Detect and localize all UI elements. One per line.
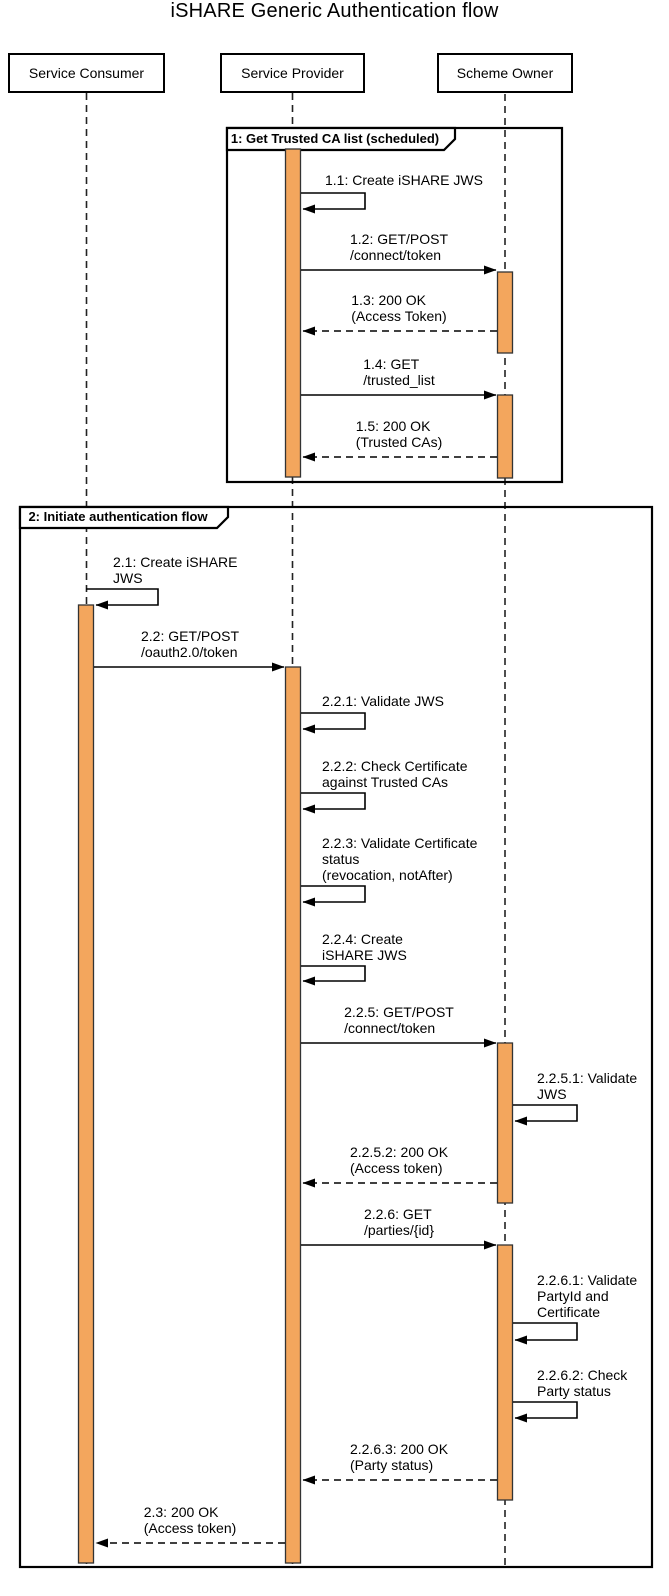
actor-service-provider: Service Provider bbox=[220, 53, 365, 93]
frame-2-label: 2: Initiate authentication flow bbox=[28, 509, 208, 524]
message-1-1-self-arrow bbox=[301, 192, 366, 214]
actor-service-consumer-label: Service Consumer bbox=[28, 65, 145, 81]
frame-2-label-shape bbox=[18, 505, 230, 530]
activation-provider-frame2 bbox=[284, 666, 302, 1564]
message-label-2-2-2: 2.2.2: Check Certificate against Trusted… bbox=[322, 758, 468, 790]
message-label-1-4: 1.4: GET /trusted_list bbox=[363, 356, 435, 388]
message-label-2-2-6-2: 2.2.6.2: Check Party status bbox=[537, 1367, 628, 1399]
activation-owner-frame1-a bbox=[496, 271, 514, 354]
message-label-1-2: 1.2: GET/POST /connect/token bbox=[349, 231, 449, 263]
frame-2-border bbox=[18, 505, 654, 1569]
message-label-1-3: 1.3: 200 OK (Access Token) bbox=[351, 292, 447, 324]
actor-scheme-owner: Scheme Owner bbox=[437, 53, 573, 93]
message-label-2-2-6-3: 2.2.6.3: 200 OK (Party status) bbox=[349, 1441, 449, 1473]
frame-1-label-shape bbox=[225, 126, 457, 152]
message-label-2-2: 2.2: GET/POST /oauth2.0/token bbox=[140, 628, 240, 660]
activation-consumer-frame2 bbox=[77, 604, 95, 1564]
message-label-2-2-4: 2.2.4: Create iSHARE JWS bbox=[322, 931, 407, 963]
actor-scheme-owner-label: Scheme Owner bbox=[456, 65, 554, 81]
message-label-2-2-5: 2.2.5: GET/POST /connect/token bbox=[344, 1004, 454, 1036]
frame-1-label: 1: Get Trusted CA list (scheduled) bbox=[230, 131, 440, 146]
message-2-2-6-1-self-arrow bbox=[513, 1322, 578, 1345]
message-2-2-6-2-self-arrow bbox=[513, 1401, 578, 1423]
message-2-2-5-1-self-arrow bbox=[513, 1104, 578, 1126]
message-label-2-2-6: 2.2.6: GET /parties/{id} bbox=[363, 1206, 435, 1238]
message-2-2-3-self-arrow bbox=[301, 885, 366, 907]
message-2-2-1-self-arrow bbox=[301, 712, 366, 734]
actor-service-consumer: Service Consumer bbox=[8, 53, 165, 93]
diagram-title: iSHARE Generic Authentication flow bbox=[170, 0, 499, 22]
message-label-2-2-5-2: 2.2.5.2: 200 OK (Access token) bbox=[349, 1144, 449, 1176]
activation-owner-frame2-b bbox=[496, 1244, 514, 1501]
message-label-1-1: 1.1: Create iSHARE JWS bbox=[325, 172, 483, 188]
message-label-2-1: 2.1: Create iSHARE JWS bbox=[113, 554, 238, 586]
message-label-2-2-6-1: 2.2.6.1: Validate PartyId and Certificat… bbox=[537, 1272, 638, 1320]
activation-owner-frame2-a bbox=[496, 1042, 514, 1204]
activation-provider-frame1 bbox=[284, 148, 302, 478]
message-label-1-5: 1.5: 200 OK (Trusted CAs) bbox=[355, 418, 443, 450]
message-2-2-4-self-arrow bbox=[301, 965, 366, 986]
message-label-2-2-3: 2.2.3: Validate Certificate status (revo… bbox=[322, 835, 478, 883]
message-2-2-2-self-arrow bbox=[301, 792, 366, 814]
message-2-1-self-arrow bbox=[86, 588, 159, 610]
actor-service-provider-label: Service Provider bbox=[241, 65, 344, 81]
message-label-2-2-1: 2.2.1: Validate JWS bbox=[322, 693, 444, 709]
activation-owner-frame1-b bbox=[496, 394, 514, 479]
message-label-2-2-5-1: 2.2.5.1: Validate JWS bbox=[537, 1070, 638, 1102]
message-label-2-3: 2.3: 200 OK (Access token) bbox=[143, 1504, 237, 1536]
